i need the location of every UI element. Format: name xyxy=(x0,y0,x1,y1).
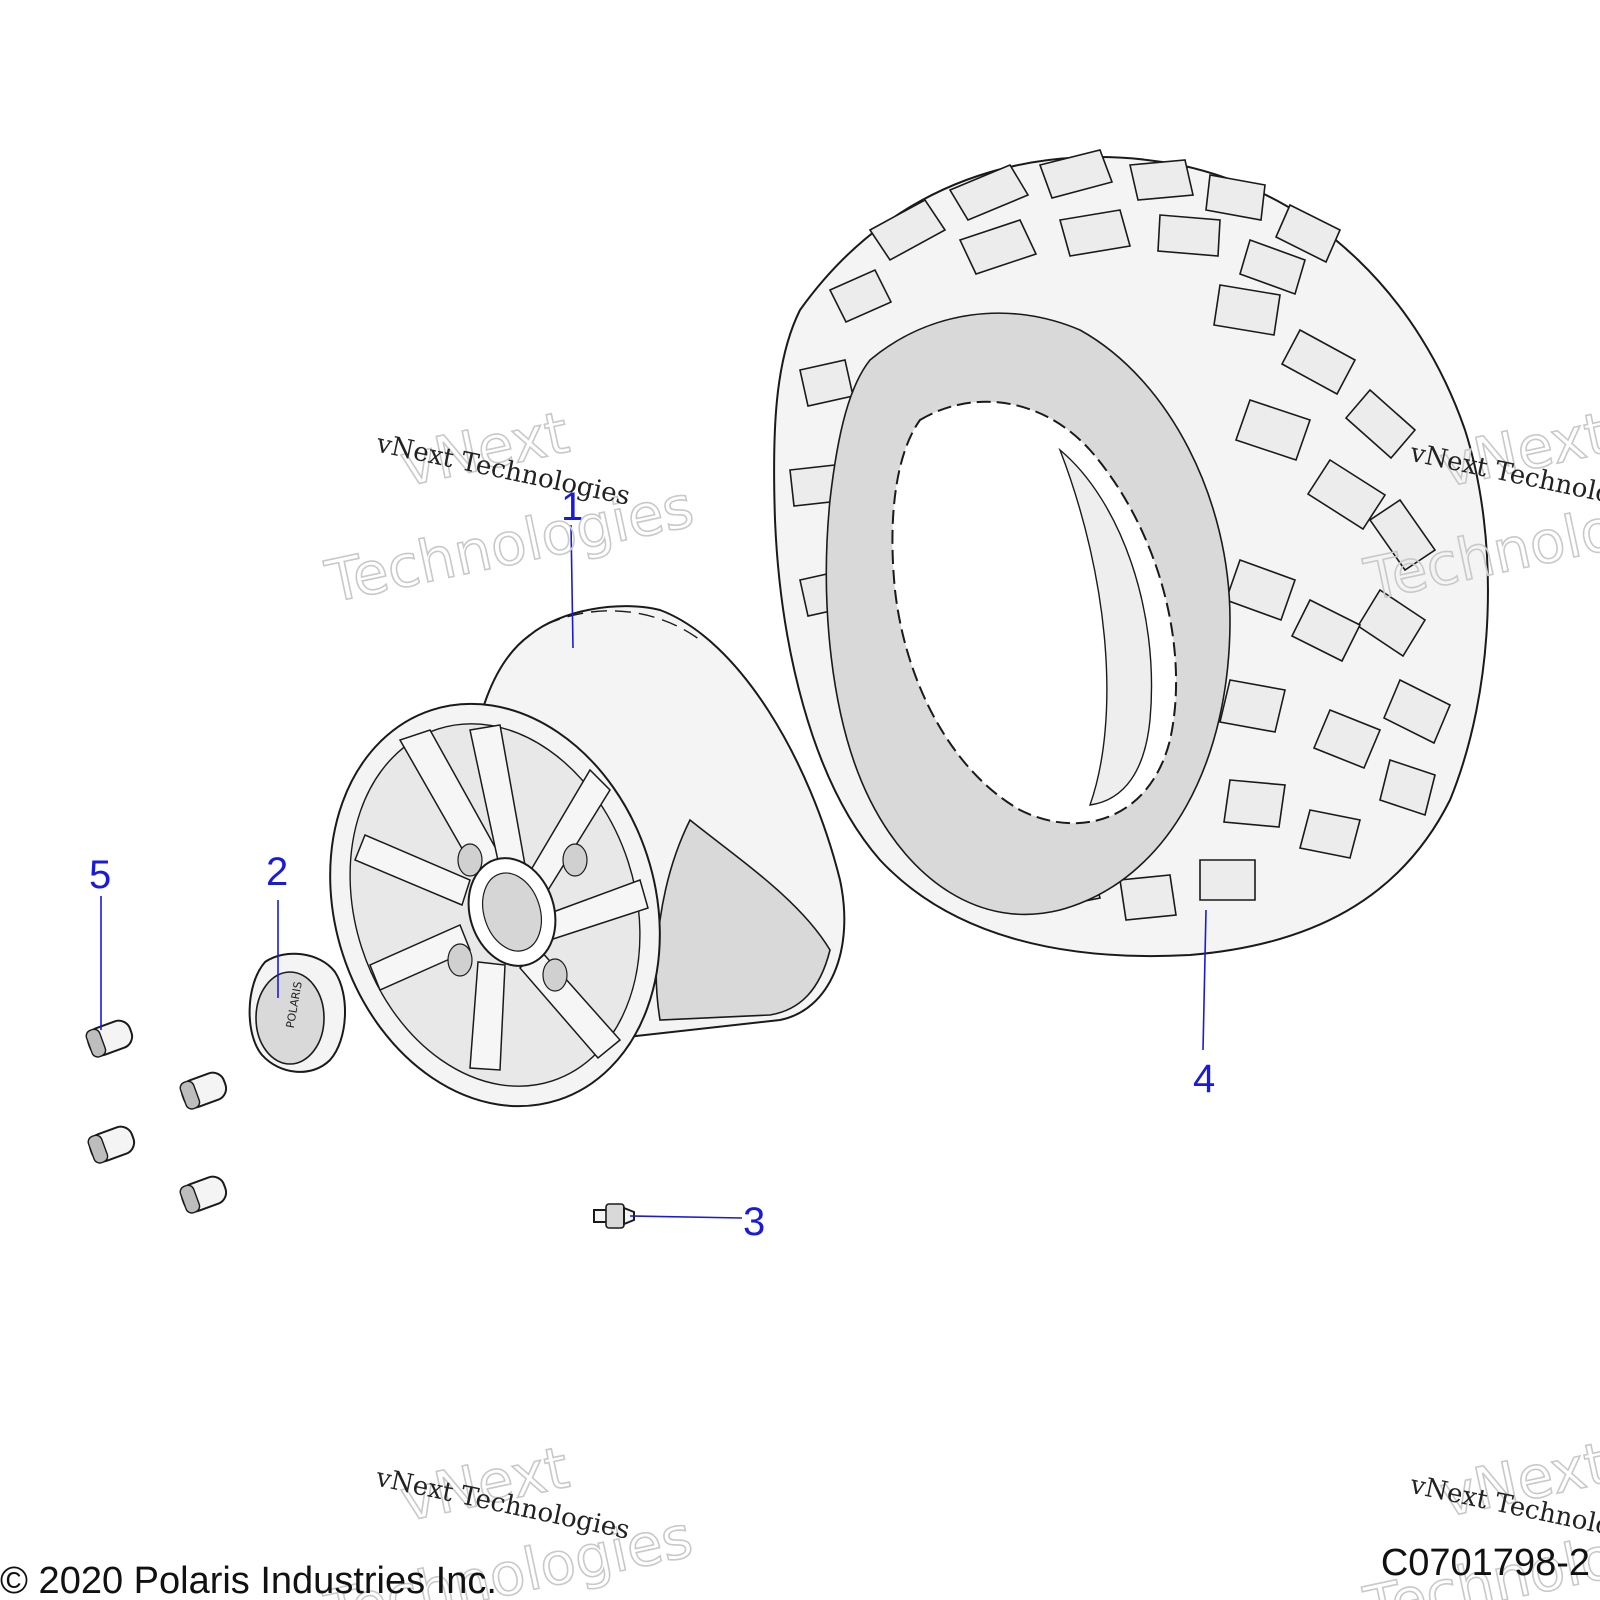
center-cap: POLARIS xyxy=(248,952,346,1073)
watermark-top-left: vNext Technologies vNext Technologies xyxy=(319,397,700,617)
leader-1 xyxy=(570,524,574,649)
leader-4 xyxy=(1202,909,1207,1051)
copyright-text: © 2020 Polaris Industries Inc. xyxy=(0,1560,497,1600)
callout-3: 3 xyxy=(743,1200,765,1244)
valve-stem xyxy=(593,1203,635,1229)
lug-nut xyxy=(179,1175,228,1214)
tire xyxy=(773,149,1489,958)
lug-nut xyxy=(85,1019,134,1058)
callout-2: 2 xyxy=(266,850,288,894)
lug-nut xyxy=(179,1071,228,1110)
lug-nut xyxy=(87,1125,136,1164)
lug-nuts xyxy=(85,1019,228,1214)
leader-3 xyxy=(629,1215,743,1219)
callout-5: 5 xyxy=(89,853,111,897)
callout-1: 1 xyxy=(561,485,583,529)
wheel xyxy=(329,605,846,1108)
watermark-brand-line2: Technologies xyxy=(320,472,700,616)
drawing-code: C0701798-2 xyxy=(1381,1542,1590,1584)
callout-4: 4 xyxy=(1193,1057,1215,1101)
